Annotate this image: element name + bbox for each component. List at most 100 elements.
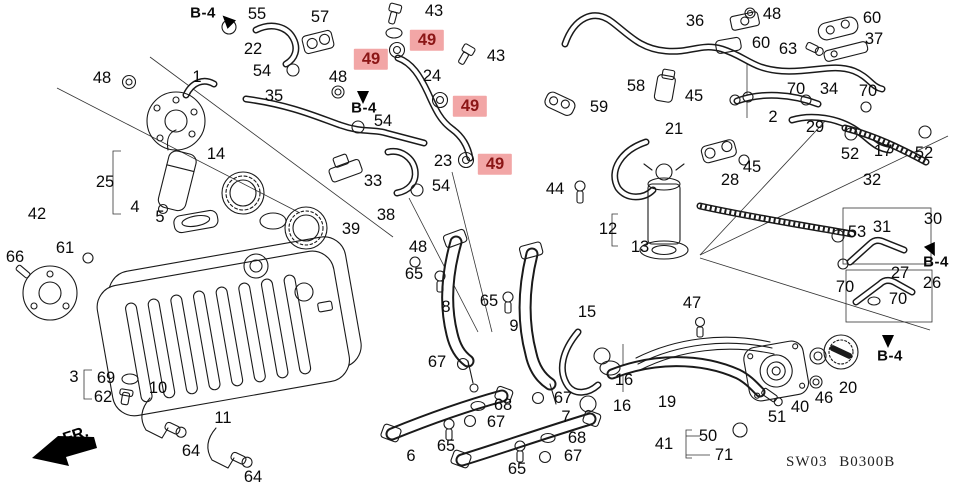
part-number-53: 53 xyxy=(847,222,867,241)
reference-label-b4: B-4 xyxy=(877,347,903,365)
part-number-26: 26 xyxy=(922,273,942,292)
part-number-52: 52 xyxy=(840,144,860,163)
part-number-36: 36 xyxy=(685,11,705,30)
part-number-23: 23 xyxy=(433,151,453,170)
part-number-11: 11 xyxy=(214,408,232,427)
part-number-27: 27 xyxy=(890,263,910,282)
part-number-67: 67 xyxy=(553,388,573,407)
part-number-22: 22 xyxy=(243,39,263,58)
part-number-1: 1 xyxy=(192,67,202,86)
part-number-16: 16 xyxy=(612,396,632,415)
part-number-68: 68 xyxy=(567,428,587,447)
part-number-43: 43 xyxy=(486,46,506,65)
part-number-43: 43 xyxy=(424,1,444,20)
part-number-42: 42 xyxy=(27,204,47,223)
part-number-68: 68 xyxy=(493,395,513,414)
hose-drawings xyxy=(182,12,930,467)
part-number-49-highlighted: 49 xyxy=(477,153,513,175)
part-number-40: 40 xyxy=(790,397,810,416)
part-number-33: 33 xyxy=(363,171,383,190)
part-number-66: 66 xyxy=(5,247,25,266)
part-number-69: 69 xyxy=(96,368,116,387)
part-number-64: 64 xyxy=(181,441,201,460)
part-number-32: 32 xyxy=(862,170,882,189)
part-number-70: 70 xyxy=(888,289,908,308)
part-number-71: 71 xyxy=(714,445,734,464)
part-number-67: 67 xyxy=(427,352,447,371)
part-number-65: 65 xyxy=(479,291,499,310)
part-number-20: 20 xyxy=(838,378,858,397)
part-number-44: 44 xyxy=(545,179,565,198)
b4-arrow-icon xyxy=(357,91,369,104)
part-number-29: 29 xyxy=(805,117,825,136)
part-number-47: 47 xyxy=(682,293,702,312)
diagram-code: SW03 B0300B xyxy=(786,454,896,470)
component-drawings xyxy=(15,2,932,469)
part-number-28: 28 xyxy=(720,170,740,189)
part-number-57: 57 xyxy=(310,7,330,26)
part-number-55: 55 xyxy=(247,4,267,23)
part-number-64: 64 xyxy=(243,467,263,485)
part-number-24: 24 xyxy=(422,66,442,85)
part-number-70: 70 xyxy=(858,81,878,100)
part-number-65: 65 xyxy=(404,264,424,283)
part-number-65: 65 xyxy=(436,436,456,455)
part-number-67: 67 xyxy=(563,446,583,465)
part-number-65: 65 xyxy=(507,459,527,478)
part-number-6: 6 xyxy=(406,446,416,465)
part-number-7: 7 xyxy=(561,407,571,426)
part-number-63: 63 xyxy=(778,39,798,58)
part-number-15: 15 xyxy=(577,302,597,321)
part-number-35: 35 xyxy=(264,86,284,105)
part-number-51: 51 xyxy=(767,407,787,426)
part-number-48: 48 xyxy=(328,67,348,86)
b4-arrow-icon xyxy=(218,11,237,29)
reference-label-b4: B-4 xyxy=(351,99,377,117)
part-number-70: 70 xyxy=(835,277,855,296)
part-number-59: 59 xyxy=(589,97,609,116)
reference-label-b4: B-4 xyxy=(923,253,949,271)
part-number-49-highlighted: 49 xyxy=(452,95,488,117)
b4-arrow-icon xyxy=(882,335,894,348)
part-number-67: 67 xyxy=(486,412,506,431)
part-number-8: 8 xyxy=(441,297,451,316)
fr-arrow-icon xyxy=(32,436,97,466)
part-number-60: 60 xyxy=(862,8,882,27)
part-number-16: 16 xyxy=(614,370,634,389)
part-number-5: 5 xyxy=(155,207,165,226)
part-number-46: 46 xyxy=(814,388,834,407)
part-number-48: 48 xyxy=(92,68,112,87)
part-number-19: 19 xyxy=(657,392,677,411)
part-number-49-highlighted: 49 xyxy=(409,29,445,51)
part-number-62: 62 xyxy=(93,387,113,406)
part-number-37: 37 xyxy=(864,29,884,48)
part-number-61: 61 xyxy=(55,238,75,257)
part-number-60: 60 xyxy=(751,33,771,52)
part-number-58: 58 xyxy=(626,76,646,95)
part-number-38: 38 xyxy=(376,205,396,224)
part-number-39: 39 xyxy=(341,219,361,238)
part-number-54: 54 xyxy=(431,176,451,195)
part-number-49-highlighted: 49 xyxy=(353,48,389,70)
part-number-54: 54 xyxy=(252,61,272,80)
part-number-30: 30 xyxy=(923,209,943,228)
reference-label-b4: B-4 xyxy=(190,4,216,22)
part-number-4: 4 xyxy=(130,197,140,216)
part-number-70: 70 xyxy=(786,79,806,98)
part-number-9: 9 xyxy=(509,316,519,335)
part-number-3: 3 xyxy=(69,367,79,386)
part-number-12: 12 xyxy=(598,219,618,238)
part-number-41: 41 xyxy=(654,434,674,453)
part-number-17: 17 xyxy=(873,141,893,160)
part-number-52: 52 xyxy=(914,143,934,162)
part-number-14: 14 xyxy=(206,144,226,163)
part-number-25: 25 xyxy=(95,172,115,191)
part-number-48: 48 xyxy=(408,237,428,256)
part-number-21: 21 xyxy=(664,119,684,138)
part-number-48: 48 xyxy=(762,4,782,23)
part-number-34: 34 xyxy=(819,79,839,98)
part-number-2: 2 xyxy=(768,107,778,126)
